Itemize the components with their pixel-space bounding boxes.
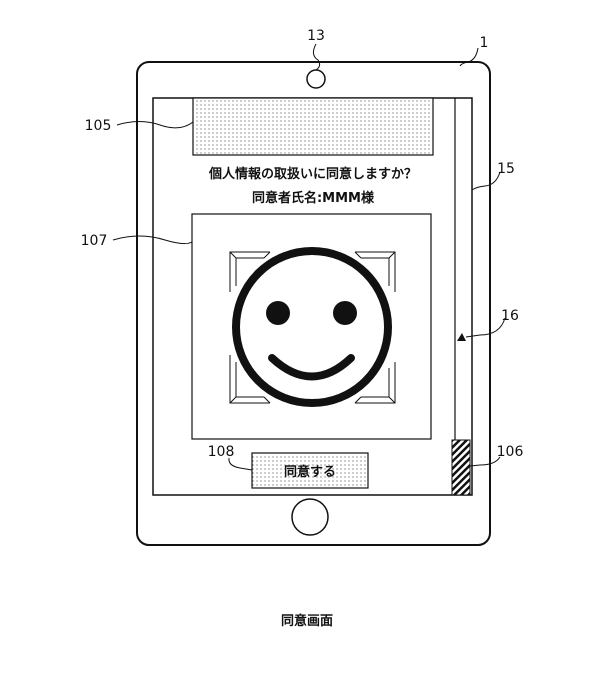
home-button[interactable]	[292, 499, 328, 535]
banner-area	[193, 98, 433, 155]
ref-scroll-indicator: 16	[501, 308, 519, 324]
figure-caption: 同意画面	[281, 613, 333, 629]
ref-face-frame: 107	[81, 233, 108, 249]
smiley-face-icon	[236, 251, 388, 403]
agree-button-label: 同意する	[284, 464, 336, 480]
scrollbar-end-block[interactable]	[452, 440, 470, 495]
ref-agree-button: 108	[208, 444, 235, 460]
ref-banner-area: 105	[85, 118, 112, 134]
ref-camera: 13	[307, 28, 325, 44]
camera-icon	[307, 70, 325, 88]
consent-question: 個人情報の取扱いに同意しますか？	[208, 166, 417, 182]
consenter-name: 同意者氏名:MMM様	[252, 190, 375, 206]
ref-scroll-bar-end: 106	[497, 444, 524, 460]
ref-device: 1	[480, 35, 489, 51]
ref-display: 15	[497, 161, 515, 177]
